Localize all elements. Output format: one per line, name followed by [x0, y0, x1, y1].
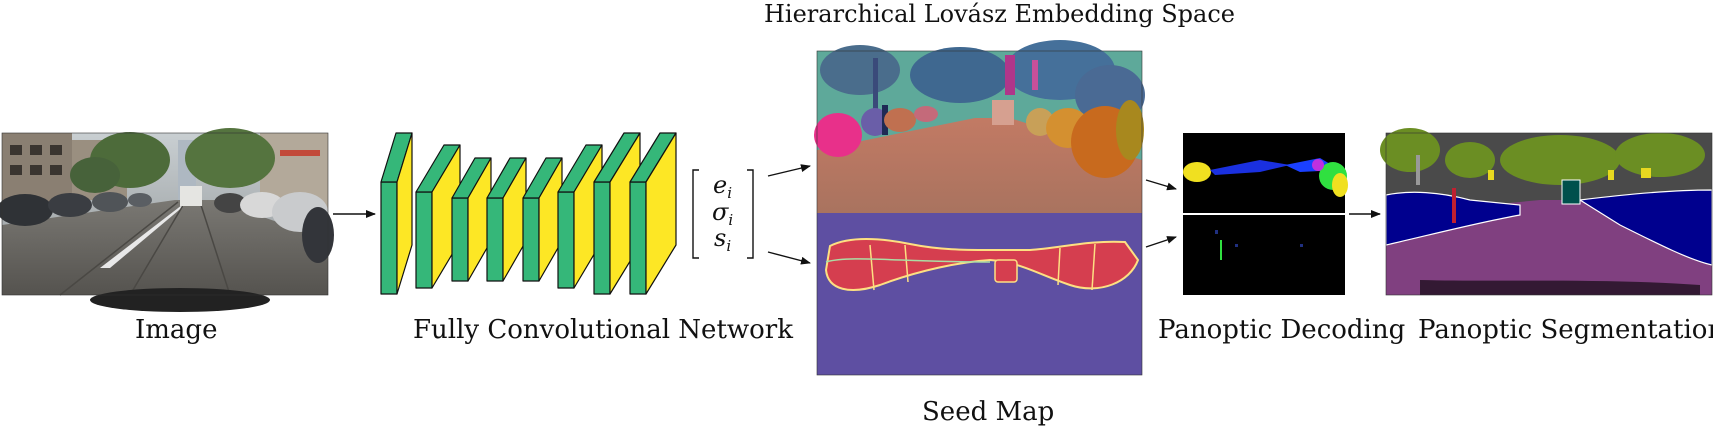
diagram-title: Hierarchical Lovász Embedding Space: [764, 0, 1235, 28]
seed-map-visualization: [817, 213, 1142, 375]
seed-map-label: Seed Map: [922, 397, 1055, 427]
arrow-to-decoding-top: [1145, 179, 1177, 191]
embedding-symbol: ei: [713, 171, 732, 202]
right-bracket: [747, 169, 754, 259]
input-street-image: [0, 128, 334, 312]
segmentation-label: Panoptic Segmentation: [1418, 315, 1713, 345]
decoding-bottom-panel: [1183, 215, 1345, 295]
fcn-block: [486, 157, 527, 282]
fcn-network-blocks: [380, 132, 677, 295]
arrow-to-decoding-bottom: [1145, 236, 1177, 248]
fcn-block: [629, 132, 677, 295]
fcn-label: Fully Convolutional Network: [413, 315, 793, 345]
panoptic-segmentation-image: [1380, 128, 1713, 295]
left-bracket: [692, 169, 699, 259]
decoding-label: Panoptic Decoding: [1158, 315, 1406, 345]
fcn-block: [380, 132, 413, 295]
arrow-to-embedding: [767, 164, 811, 177]
decoding-top-panel: [1183, 133, 1348, 213]
arrow-to-seed-map: [767, 251, 811, 265]
sigma-symbol: σi: [712, 198, 733, 229]
embedding-visualization: [814, 40, 1145, 213]
output-vector: ei σi si: [692, 169, 754, 259]
image-label: Image: [135, 315, 218, 345]
seed-symbol: si: [714, 224, 731, 255]
fcn-block: [451, 157, 492, 282]
fcn-block: [522, 157, 563, 282]
